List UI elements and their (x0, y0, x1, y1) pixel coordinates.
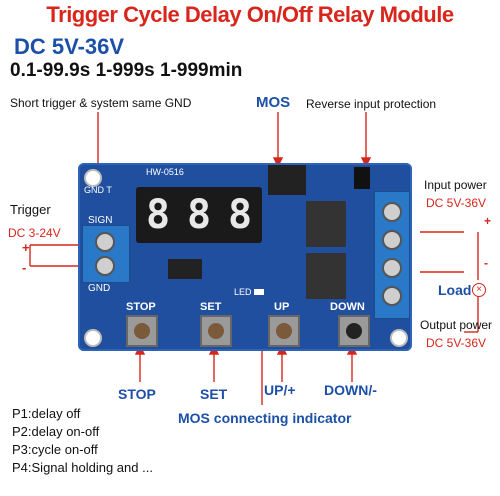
stop-button[interactable] (126, 315, 158, 347)
up-label: UP/+ (264, 382, 296, 398)
set-silk: SET (200, 301, 222, 313)
short-trigger-label: Short trigger & system same GND (10, 96, 192, 110)
gnd-silk: GND (88, 283, 111, 294)
reverse-protection-label: Reverse input protection (306, 97, 437, 111)
set-label: SET (200, 386, 228, 402)
mount-hole (84, 329, 102, 347)
board-model: HW-0516 (146, 167, 184, 177)
set-button[interactable] (200, 315, 232, 347)
mos-chip (306, 201, 346, 247)
page-title: Trigger Cycle Delay On/Off Relay Module (46, 2, 454, 27)
led-indicator (254, 289, 264, 295)
input-plus-sign: + (484, 214, 492, 228)
mode-item: P4:Signal holding and ... (12, 460, 153, 475)
display-digit: 8 (186, 192, 212, 238)
mount-hole (84, 169, 102, 187)
display-digit: 8 (145, 192, 171, 238)
mode-item: P1:delay off (12, 406, 81, 421)
down-label: DOWN/- (324, 382, 377, 398)
display-digit: 8 (227, 192, 253, 238)
trigger-terminal (82, 225, 130, 283)
sign-silk: SIGN (88, 215, 113, 226)
mos-label: MOS (256, 94, 291, 111)
seven-segment-display: 8 8 8 (136, 187, 262, 243)
optocoupler-chip (168, 259, 202, 279)
input-power-label: Input power (424, 178, 487, 192)
protection-diode (354, 167, 370, 189)
mount-hole (390, 329, 408, 347)
screw-icon (382, 202, 402, 222)
load-symbol-icon: × (472, 283, 486, 297)
screw-icon (382, 230, 402, 250)
up-button[interactable] (268, 315, 300, 347)
gnd-t-silk: GND T (84, 185, 112, 195)
output-voltage: DC 5V-36V (426, 336, 487, 350)
voltage-spec: DC 5V-36V (14, 34, 125, 59)
mode-item: P3:cycle on-off (12, 442, 98, 457)
trigger-plus-sign: + (22, 240, 30, 255)
power-terminal (374, 191, 410, 319)
time-ranges: 0.1-99.9s 1-999s 1-999min (10, 60, 243, 81)
screw-icon (382, 286, 402, 306)
regulator-chip (268, 165, 306, 195)
stop-label: STOP (118, 386, 156, 402)
input-voltage: DC 5V-36V (426, 196, 487, 210)
screw-icon (382, 258, 402, 278)
screw-icon (95, 232, 115, 252)
up-silk: UP (274, 301, 290, 313)
stop-silk: STOP (126, 301, 156, 313)
down-silk: DOWN (330, 301, 365, 313)
trigger-minus-sign: - (22, 260, 27, 275)
trigger-voltage: DC 3-24V (8, 226, 61, 240)
screw-icon (95, 256, 115, 276)
relay-board: HW-0516 GND T SIGN GND 8 8 8 LED STOP SE… (78, 163, 412, 351)
down-button[interactable] (338, 315, 370, 347)
load-label: Load (438, 282, 472, 298)
trigger-label: Trigger (10, 202, 51, 217)
mode-item: P2:delay on-off (12, 424, 100, 439)
led-silk: LED (234, 287, 252, 297)
output-power-label: Output power (420, 318, 493, 332)
mos-indicator-label: MOS connecting indicator (178, 410, 352, 426)
mos-chip (306, 253, 346, 299)
input-minus-sign: - (484, 256, 488, 270)
